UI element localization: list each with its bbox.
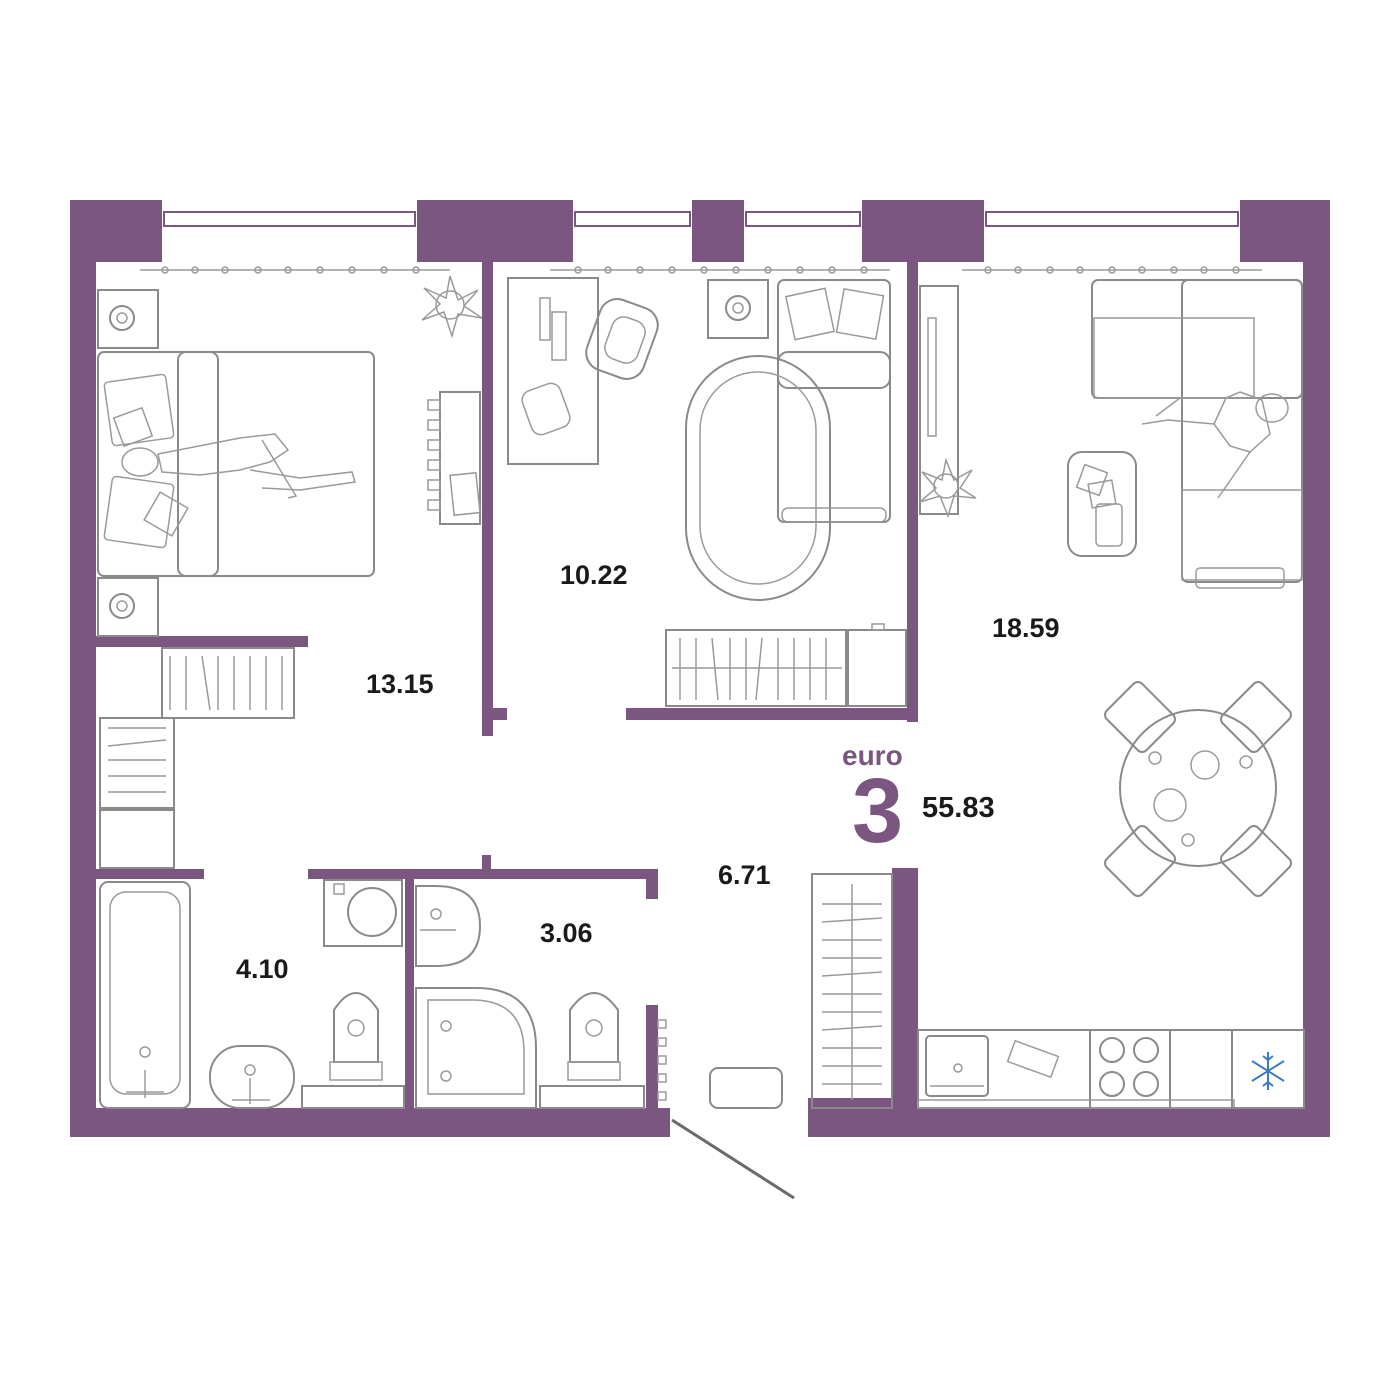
curtain-rails [140, 266, 1262, 274]
wc-furniture [415, 885, 645, 1109]
person-icon [121, 433, 356, 499]
area-bedroom-middle: 10.22 [560, 560, 628, 590]
total-area: 55.83 [922, 792, 995, 824]
area-wc: 3.06 [540, 918, 593, 948]
windows [163, 211, 1239, 227]
apartment-type-label: euro [842, 740, 903, 771]
bedroom-middle-furniture [507, 277, 907, 707]
walls [70, 200, 1330, 1137]
area-bathroom: 4.10 [236, 954, 289, 984]
apartment-badge: euro 3 55.83 [842, 740, 995, 862]
area-hallway: 6.71 [718, 860, 771, 890]
bedroom-left-furniture [97, 275, 483, 869]
bathroom-furniture [99, 879, 405, 1109]
snowflake-icon [1251, 1052, 1285, 1090]
plant-icon [421, 275, 483, 339]
person-icon-living [1141, 391, 1289, 499]
hallway-furniture [657, 873, 893, 1200]
area-living-kitchen: 18.59 [992, 613, 1060, 643]
area-bedroom-left: 13.15 [366, 669, 434, 699]
plant-icon-living [919, 457, 977, 519]
room-area-labels: 13.15 10.22 18.59 6.71 4.10 3.06 [236, 560, 1060, 984]
rooms-count: 3 [852, 760, 903, 862]
living-room-furniture [917, 279, 1305, 1109]
